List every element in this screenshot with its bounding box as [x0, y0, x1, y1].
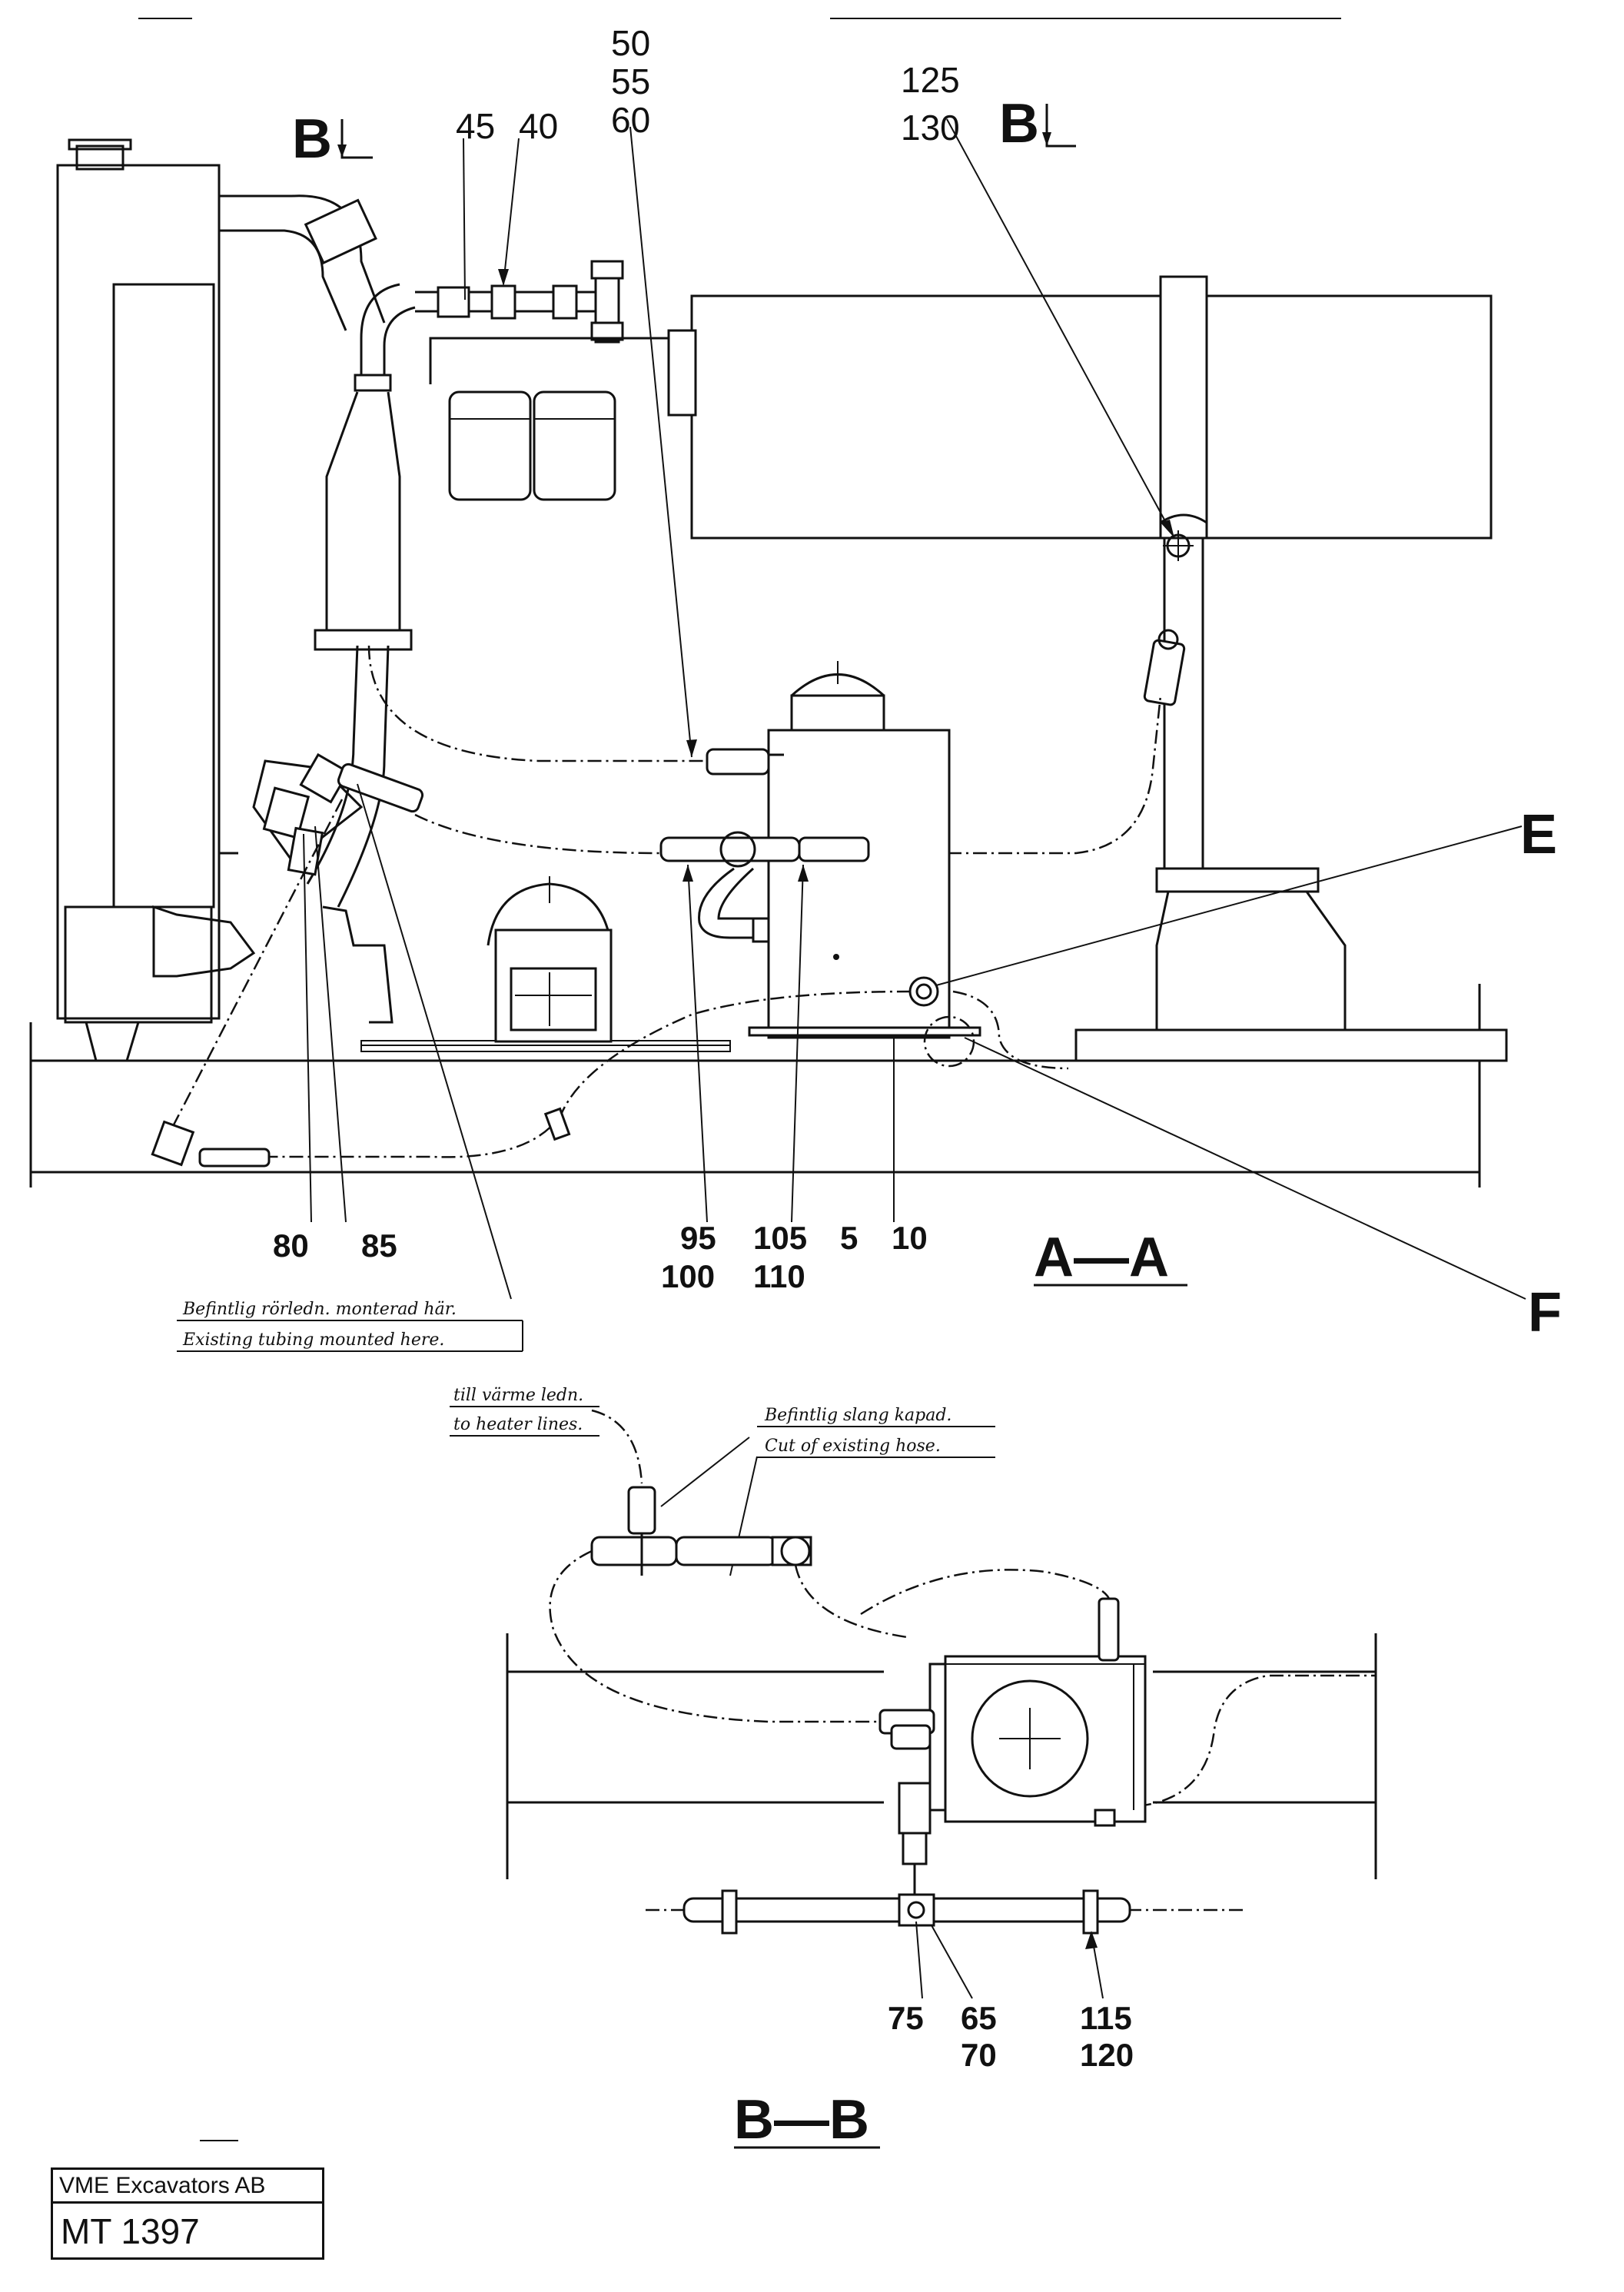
callout-65: 65 — [961, 2000, 997, 2036]
callout-85: 85 — [361, 1227, 397, 1264]
section-marker-b-left: B — [292, 108, 332, 170]
callout-115: 115 — [1080, 2000, 1132, 2036]
callout-75: 75 — [888, 2000, 924, 2036]
callout-105: 105 — [753, 1220, 807, 1256]
title-company: VME Excavators AB — [53, 2170, 322, 2204]
note-heater-lines-sv: till värme ledn. — [453, 1386, 583, 1405]
callout-70: 70 — [961, 2037, 997, 2073]
section-arrow-left — [340, 119, 373, 159]
detail-label-e: E — [1520, 804, 1557, 865]
section-marker-b-right: B — [999, 93, 1039, 154]
callout-95: 95 — [680, 1220, 716, 1256]
callout-130: 130 — [901, 108, 960, 148]
note-existing-tubing-en: Existing tubing mounted here. — [182, 1330, 444, 1350]
section-bb-drawing — [506, 1409, 1377, 1999]
callout-100: 100 — [661, 1258, 715, 1294]
note-cut-hose-en: Cut of existing hose. — [765, 1437, 941, 1456]
callout-55: 55 — [611, 61, 650, 101]
callout-5: 5 — [840, 1220, 858, 1256]
section-arrow-right — [1045, 104, 1076, 148]
section-aa-drawing — [29, 18, 1526, 1300]
note-cut-hose-sv: Befintlig slang kapad. — [764, 1406, 951, 1425]
callout-50: 50 — [611, 23, 650, 63]
title-block: VME Excavators AB MT 1397 — [51, 2167, 324, 2260]
callout-45: 45 — [456, 106, 495, 146]
section-title-aa: A—A — [1034, 1227, 1169, 1288]
note-existing-tubing-sv: Befintlig rörledn. monterad här. — [182, 1300, 457, 1319]
callout-10: 10 — [892, 1220, 928, 1256]
callout-80: 80 — [273, 1227, 309, 1264]
callout-60: 60 — [611, 100, 650, 140]
note-heater-lines-en: to heater lines. — [453, 1415, 583, 1434]
callout-110: 110 — [753, 1258, 805, 1294]
callout-40: 40 — [519, 106, 558, 146]
detail-label-f: F — [1528, 1282, 1562, 1344]
callout-125: 125 — [901, 60, 960, 100]
section-title-bb: B—B — [734, 2089, 869, 2151]
callout-120: 120 — [1080, 2037, 1134, 2073]
title-drawing-code: MT 1397 — [61, 2211, 200, 2251]
